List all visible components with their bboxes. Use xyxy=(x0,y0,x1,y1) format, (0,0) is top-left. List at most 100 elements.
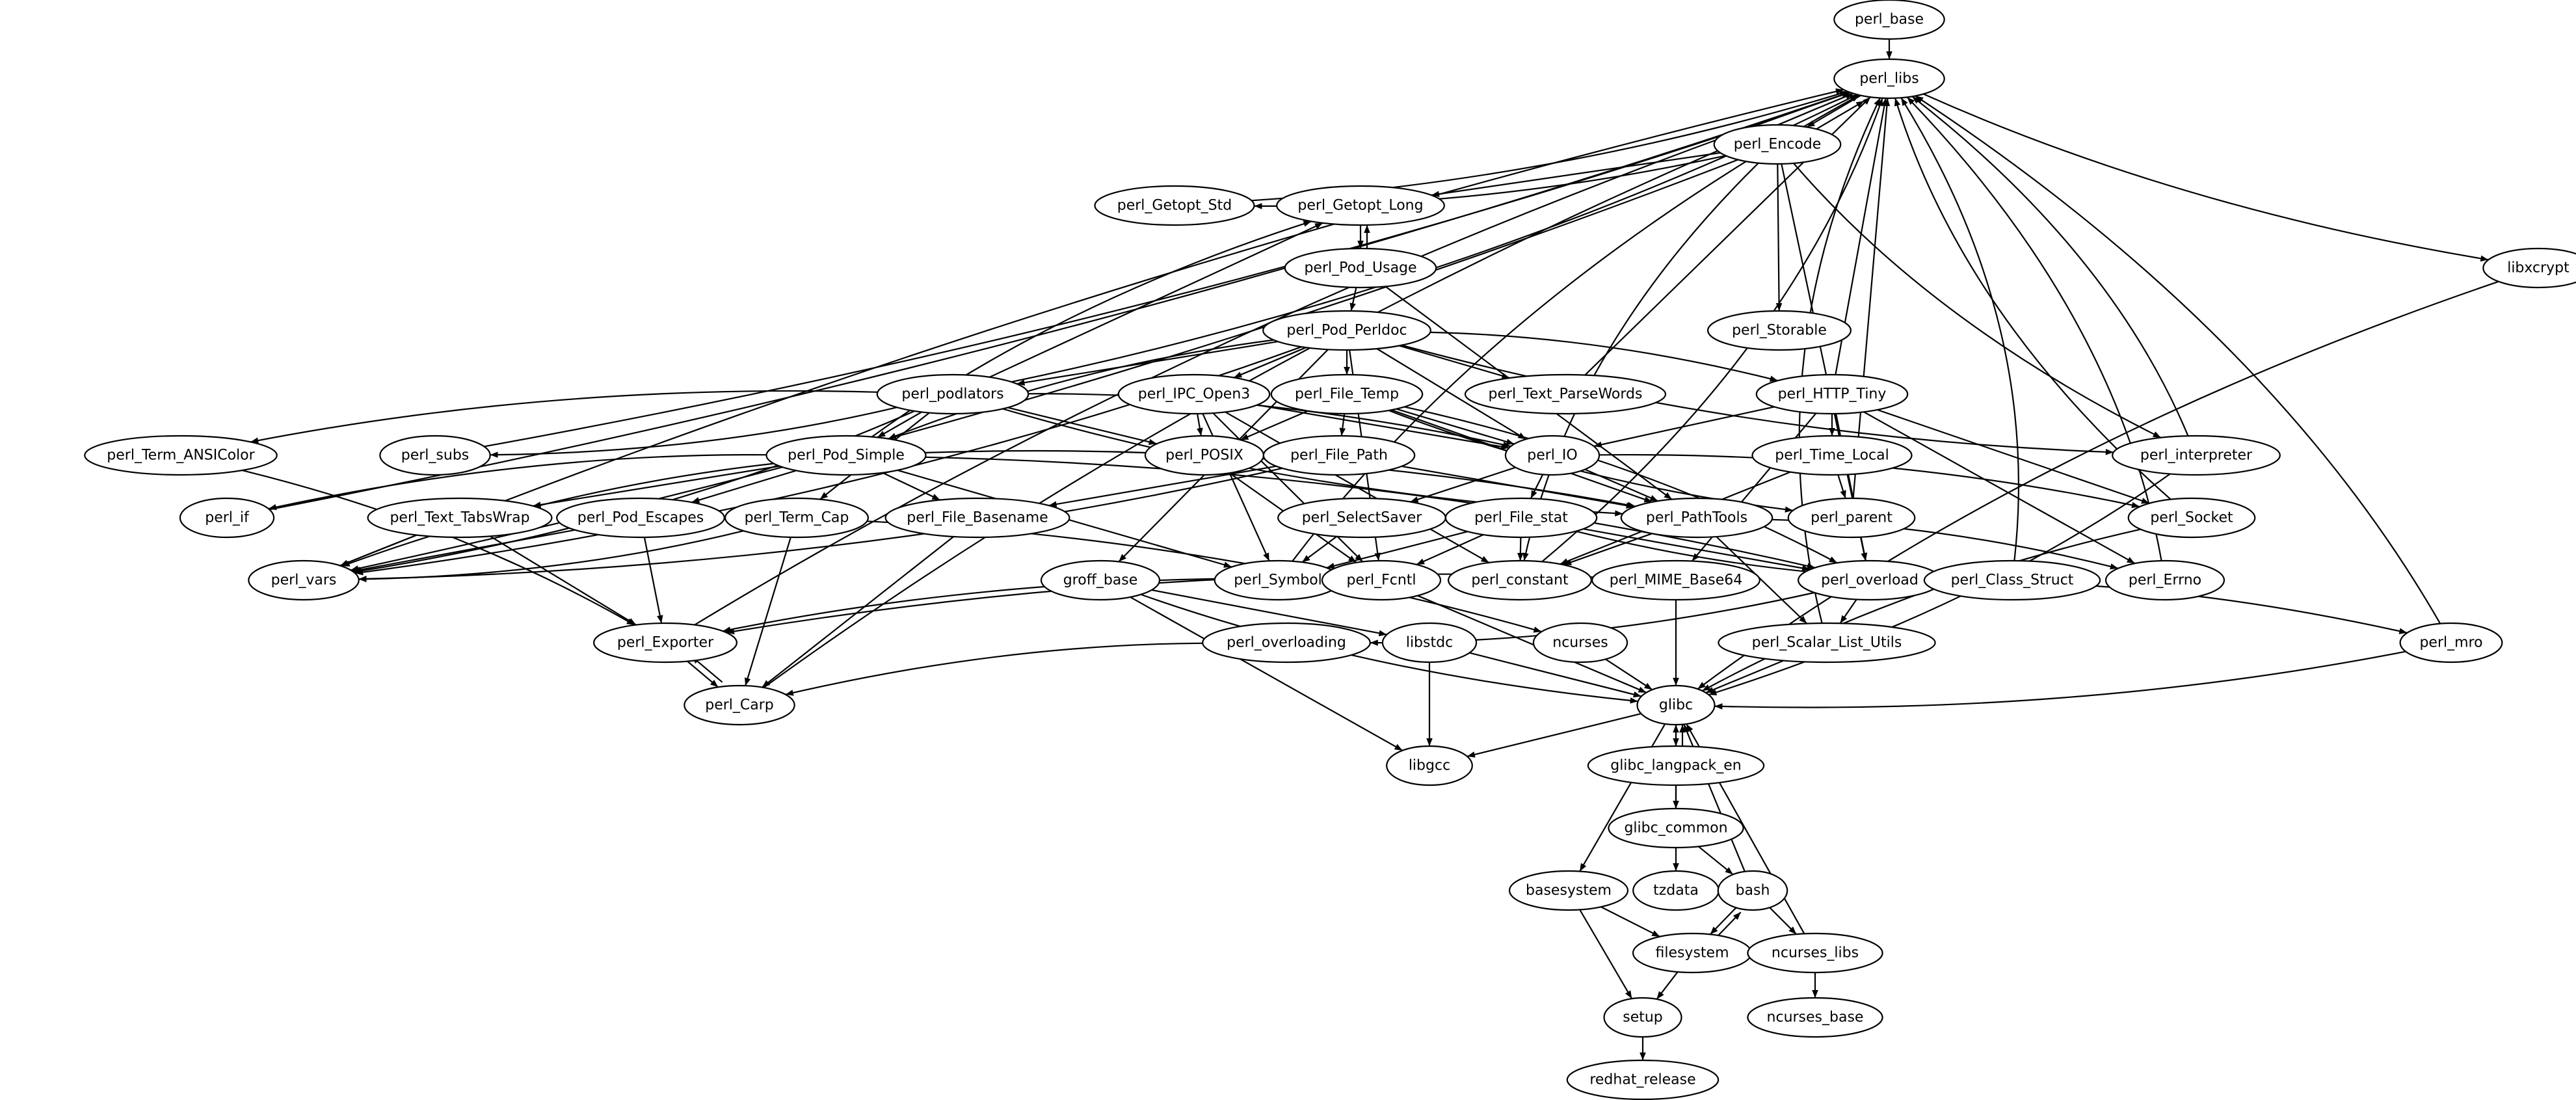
node-ellipse xyxy=(1117,373,1271,415)
node-perl-file-path[interactable]: perl_File_Path xyxy=(1262,435,1416,476)
node-ellipse xyxy=(1566,1059,1720,1100)
node-perl-getopt-std[interactable]: perl_Getopt_Std xyxy=(1094,185,1255,226)
node-perl-base[interactable]: perl_base xyxy=(1833,0,1945,40)
node-ellipse xyxy=(367,497,553,539)
node-label: perl_Encode xyxy=(1734,137,1822,153)
node-ellipse xyxy=(1094,185,1255,226)
node-label: perl_POSIX xyxy=(1165,448,1243,464)
node-perl-parent[interactable]: perl_parent xyxy=(1787,497,1916,539)
edge-perl-ipc-open3-to-perl-io xyxy=(1256,404,1509,450)
node-ellipse xyxy=(2399,622,2503,664)
node-perl-overload[interactable]: perl_overload xyxy=(1798,559,1943,601)
node-perl-time-local[interactable]: perl_Time_Local xyxy=(1751,435,1913,476)
node-perl-file-basename[interactable]: perl_File_Basename xyxy=(884,497,1070,539)
node-ncurses-libs[interactable]: ncurses_libs xyxy=(1747,932,1883,974)
node-ellipse xyxy=(2482,247,2576,289)
edge-perl-carp-to-perl-libs xyxy=(763,92,1854,688)
node-perl-getopt-long[interactable]: perl_Getopt_Long xyxy=(1276,185,1445,226)
node-perl-exporter[interactable]: perl_Exporter xyxy=(592,622,737,664)
node-ellipse xyxy=(1620,497,1773,539)
edge-perl-scalar-list-utils-to-perl-libs xyxy=(1798,98,1881,624)
node-perl-http-tiny[interactable]: perl_HTTP_Tiny xyxy=(1755,373,1909,415)
node-perl-socket[interactable]: perl_Socket xyxy=(2127,497,2256,539)
edge-perl-ipc-open3-to-perl-posix xyxy=(1197,413,1203,436)
node-ncurses[interactable]: ncurses xyxy=(1532,622,1628,664)
node-perl-storable[interactable]: perl_Storable xyxy=(1707,310,1852,351)
nodes-layer: perl_base perl_libs perl_Encode perl_Getopt… xyxy=(84,0,2576,1100)
edge-groff-base-to-libstdc xyxy=(1151,589,1387,637)
edge-perl-http-tiny-to-perl-errno xyxy=(1863,411,2136,565)
node-ellipse xyxy=(1508,870,1629,911)
node-label: libgcc xyxy=(1409,758,1450,774)
node-perl-pathtools[interactable]: perl_PathTools xyxy=(1620,497,1773,539)
node-perl-libs[interactable]: perl_libs xyxy=(1833,58,1945,100)
node-perl-symbol[interactable]: perl_Symbol xyxy=(1214,559,1342,601)
node-perl-term-cap[interactable]: perl_Term_Cap xyxy=(724,497,869,539)
node-glibc-common[interactable]: glibc_common xyxy=(1608,807,1744,849)
node-glibc-langpack-en[interactable]: glibc_langpack_en xyxy=(1587,745,1765,786)
node-ellipse xyxy=(1751,435,1913,476)
node-perl-text-parsewords[interactable]: perl_Text_ParseWords xyxy=(1464,373,1667,415)
node-libstdc[interactable]: libstdc xyxy=(1381,622,1478,664)
node-ellipse xyxy=(1040,559,1161,601)
edge-perl-if-to-perl-libs xyxy=(269,91,1850,511)
node-perl-term-ansicolor[interactable]: perl_Term_ANSIColor xyxy=(84,435,278,476)
node-groff-base[interactable]: groff_base xyxy=(1040,559,1161,601)
node-label: perl_constant xyxy=(1471,572,1569,589)
node-label: perl_IPC_Open3 xyxy=(1138,386,1251,403)
node-perl-overloading[interactable]: perl_overloading xyxy=(1202,622,1371,664)
node-perl-if[interactable]: perl_if xyxy=(179,497,275,539)
node-ellipse xyxy=(1833,0,1945,40)
edge-perl-pod-escapes-to-perl-vars xyxy=(352,529,576,573)
node-perl-text-tabswrap[interactable]: perl_Text_TabsWrap xyxy=(367,497,553,539)
node-ellipse xyxy=(1718,622,1936,664)
edge-filesystem-to-setup xyxy=(1656,971,1679,1000)
node-perl-carp[interactable]: perl_Carp xyxy=(684,684,795,726)
node-perl-subs[interactable]: perl_subs xyxy=(379,435,491,476)
node-perl-ipc-open3[interactable]: perl_IPC_Open3 xyxy=(1117,373,1271,415)
node-perl-scalar-list-utils[interactable]: perl_Scalar_List_Utils xyxy=(1718,622,1936,664)
node-ellipse xyxy=(379,435,491,476)
edge-glibc-common-to-bash xyxy=(1698,846,1734,876)
node-perl-file-temp[interactable]: perl_File_Temp xyxy=(1270,373,1424,415)
node-perl-class-struct[interactable]: perl_Class_Struct xyxy=(1923,559,2101,601)
node-perl-pod-perldoc[interactable]: perl_Pod_Perldoc xyxy=(1262,310,1431,351)
edge-perl-pod-simple-to-perl-overload xyxy=(925,456,1816,569)
node-perl-posix[interactable]: perl_POSIX xyxy=(1144,435,1265,476)
node-label: perl_overload xyxy=(1821,572,1919,589)
node-perl-pod-simple[interactable]: perl_Pod_Simple xyxy=(765,435,927,476)
node-label: perl_Getopt_Std xyxy=(1117,198,1232,214)
node-bash[interactable]: bash xyxy=(1717,870,1788,911)
edge-perl-pod-simple-to-perl-vars xyxy=(341,463,774,567)
node-perl-mro[interactable]: perl_mro xyxy=(2399,622,2503,664)
node-glibc[interactable]: glibc xyxy=(1636,684,1716,726)
node-label: perl_HTTP_Tiny xyxy=(1778,386,1887,403)
node-filesystem[interactable]: filesystem xyxy=(1632,932,1753,974)
node-perl-vars[interactable]: perl_vars xyxy=(248,559,360,601)
node-libxcrypt[interactable]: libxcrypt xyxy=(2482,247,2576,289)
node-perl-podlators[interactable]: perl_podlators xyxy=(876,373,1029,415)
node-perl-selectsaver[interactable]: perl_SelectSaver xyxy=(1277,497,1446,539)
node-basesystem[interactable]: basesystem xyxy=(1508,870,1629,911)
node-libgcc[interactable]: libgcc xyxy=(1386,745,1473,786)
node-ncurses-base[interactable]: ncurses_base xyxy=(1747,997,1883,1038)
node-setup[interactable]: setup xyxy=(1603,997,1682,1038)
node-ellipse xyxy=(1284,247,1437,289)
node-redhat-release[interactable]: redhat_release xyxy=(1566,1059,1720,1100)
node-perl-pod-usage[interactable]: perl_Pod_Usage xyxy=(1284,247,1437,289)
edge-perl-socket-to-perl-libs xyxy=(1894,98,2171,500)
node-perl-fcntl[interactable]: perl_Fcntl xyxy=(1321,559,1442,601)
node-tzdata[interactable]: tzdata xyxy=(1632,870,1720,911)
node-ellipse xyxy=(1202,622,1371,664)
node-perl-constant[interactable]: perl_constant xyxy=(1448,559,1593,601)
node-perl-pod-escapes[interactable]: perl_Pod_Escapes xyxy=(556,497,725,539)
node-perl-mime-base64[interactable]: perl_MIME_Base64 xyxy=(1591,559,1760,601)
node-perl-errno[interactable]: perl_Errno xyxy=(2105,559,2225,601)
node-perl-io[interactable]: perl_IO xyxy=(1504,435,1600,476)
node-perl-encode[interactable]: perl_Encode xyxy=(1713,124,1842,165)
node-perl-file-stat[interactable]: perl_File_stat xyxy=(1444,497,1598,539)
edge-perl-pod-perldoc-to-perl-io xyxy=(1376,348,1526,440)
edge-groff-base-to-libgcc xyxy=(1130,596,1403,751)
node-label: filesystem xyxy=(1655,945,1729,961)
node-perl-interpreter[interactable]: perl_interpreter xyxy=(2112,435,2281,476)
